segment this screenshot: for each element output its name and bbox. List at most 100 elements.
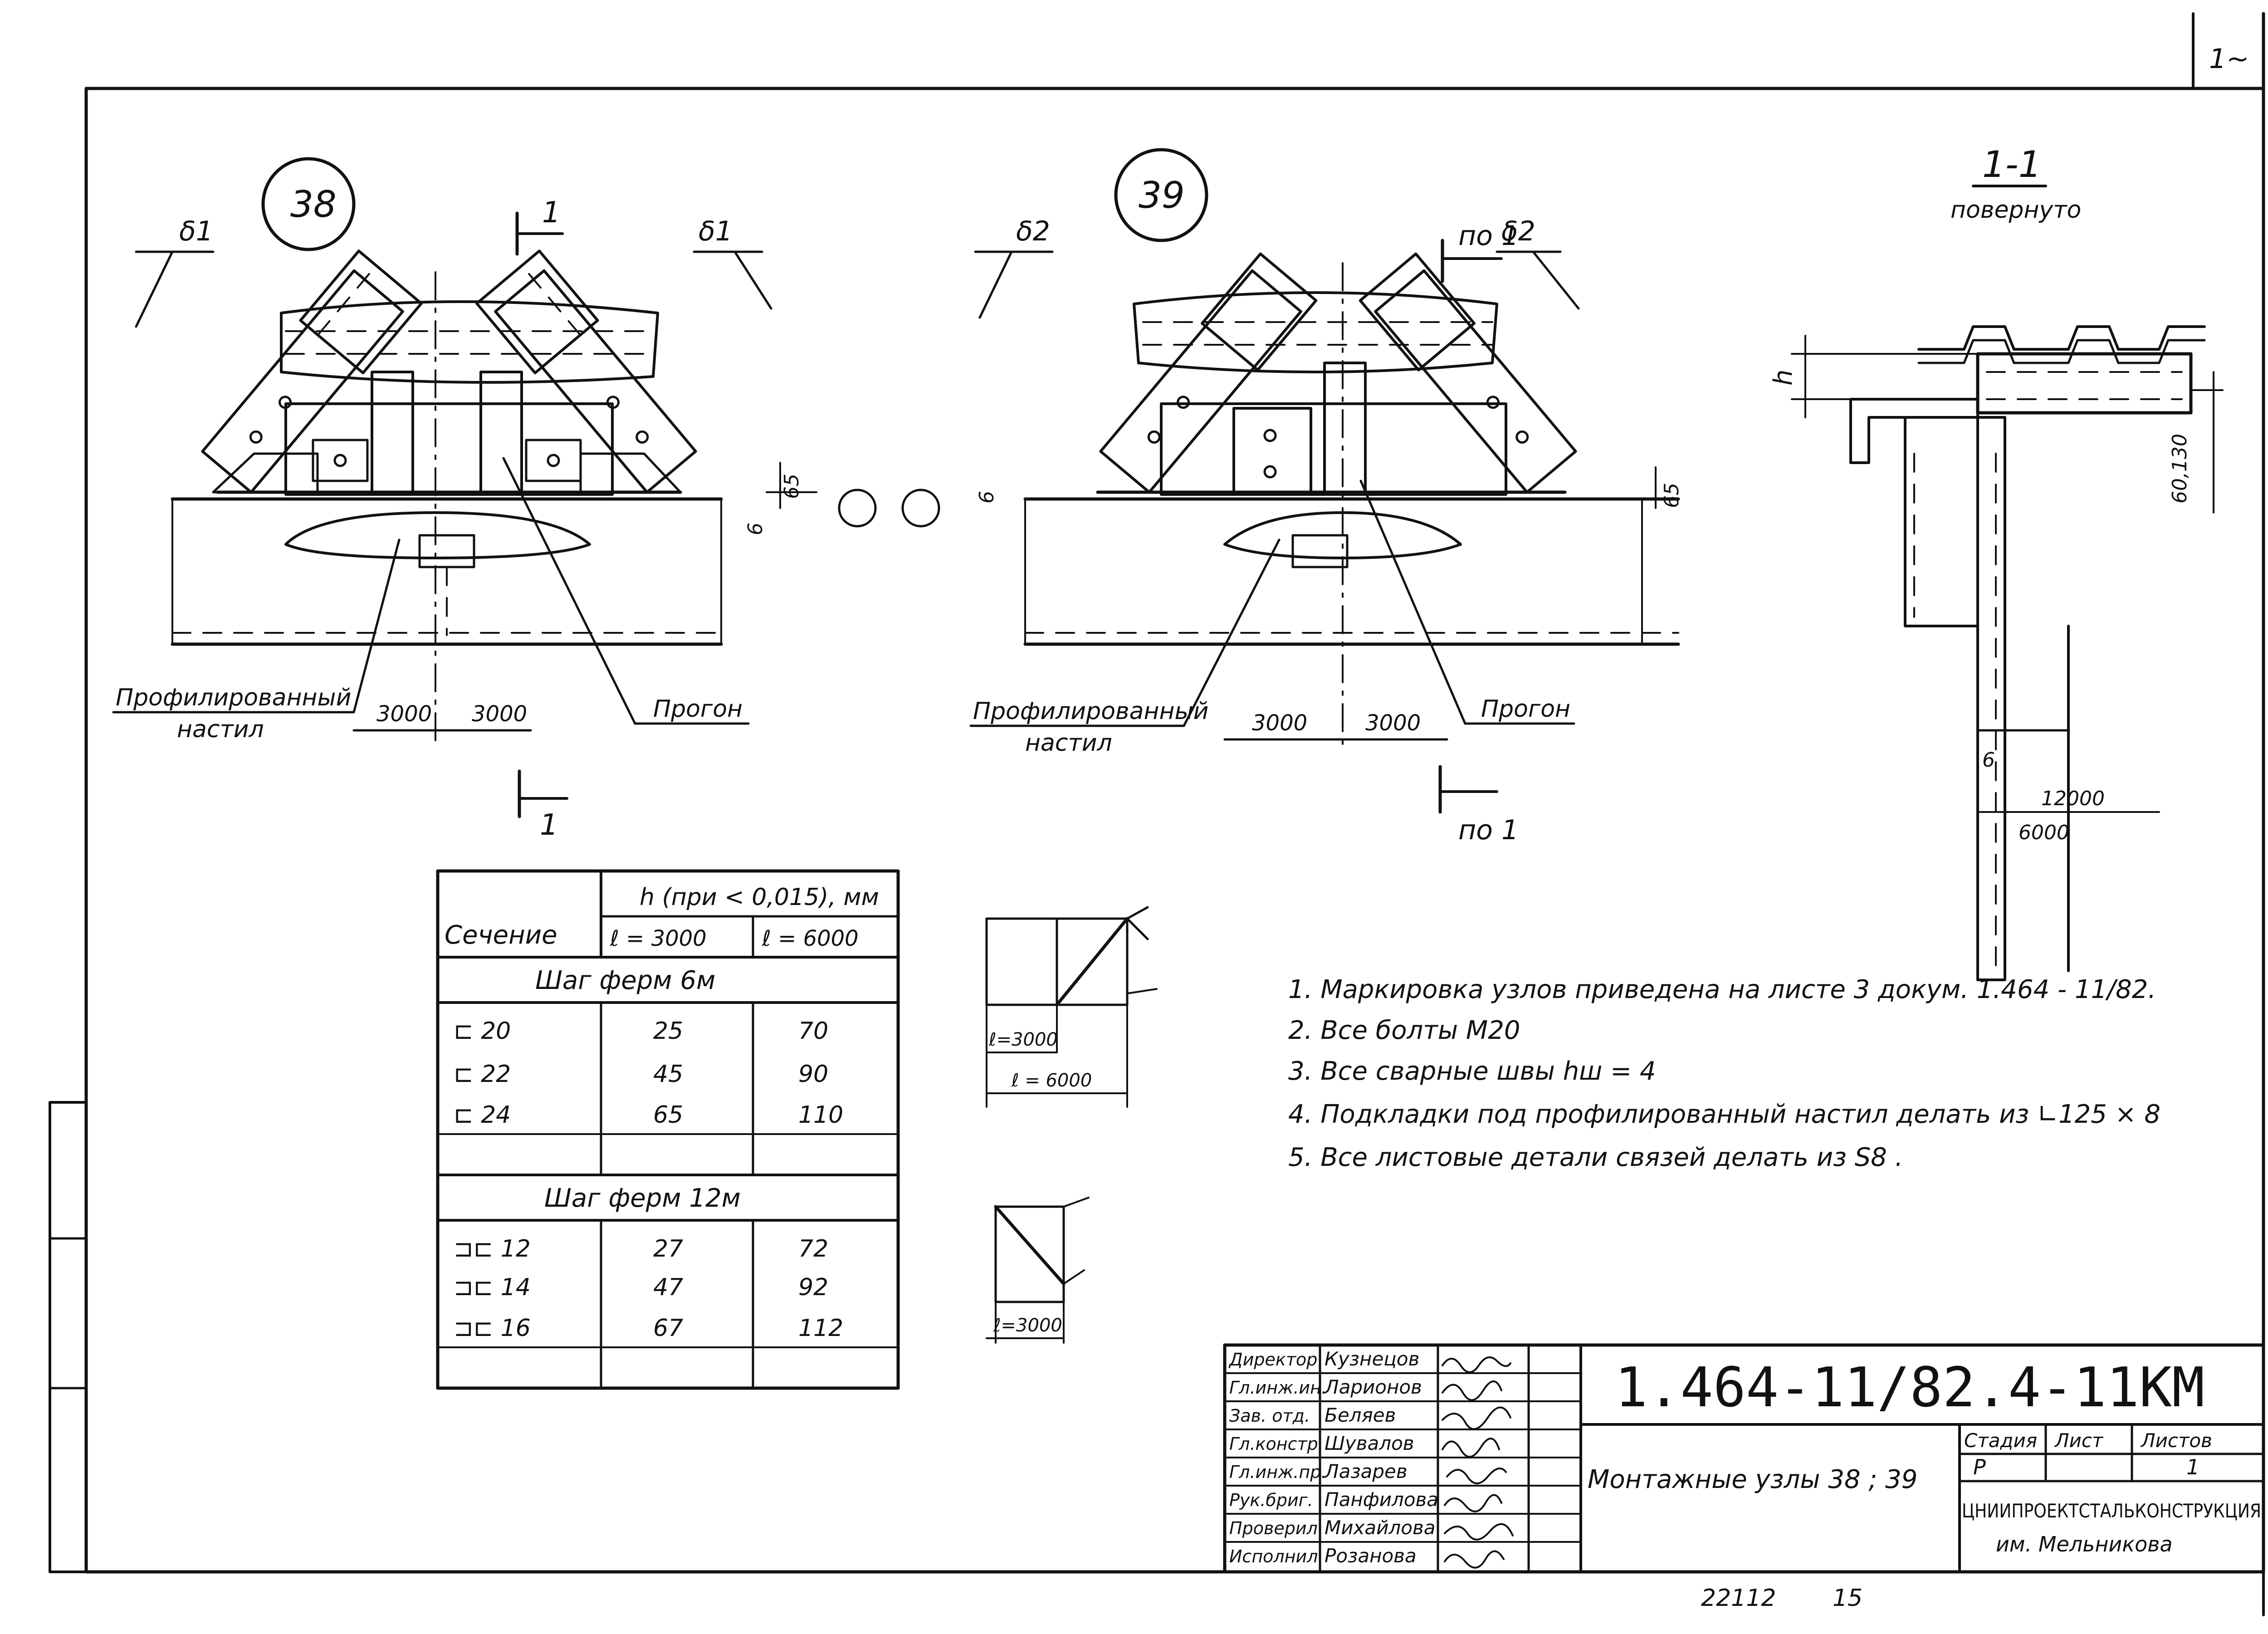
table-group-1: Шаг ферм 6м xyxy=(535,966,715,995)
role-6: Рук.бриг. xyxy=(1229,1490,1313,1510)
node-39-dim-6: 6 xyxy=(975,491,998,504)
node-39-section-mark-top: по 1 xyxy=(1458,220,1519,252)
sheets-label: Листов xyxy=(2140,1429,2212,1452)
node-38-section-mark-top: 1 xyxy=(542,196,561,230)
table-cell: ⊏ 24 xyxy=(454,1101,511,1129)
role-4: Гл.констр. xyxy=(1229,1434,1324,1454)
node-38-label: 38 xyxy=(290,183,337,225)
scheme-1: ℓ=3000 ℓ = 6000 xyxy=(985,906,1158,1108)
table-col-l2: ℓ = 6000 xyxy=(762,926,859,951)
node-39-dim-left: 3000 xyxy=(1252,710,1307,736)
node-39-deck-label-2: настил xyxy=(1025,729,1112,757)
node-38-deck-label-1: Профилированный xyxy=(116,684,351,711)
node-39-section-mark-bottom: по 1 xyxy=(1458,814,1519,846)
table-cell: 92 xyxy=(798,1274,828,1301)
scheme-2-dim-l1: ℓ=3000 xyxy=(993,1315,1062,1336)
org-name: ЦНИИПРОЕКТСТАЛЬКОНСТРУКЦИЯ xyxy=(1962,1500,2261,1522)
role-8: Исполнил xyxy=(1229,1546,1318,1566)
table-cell: 110 xyxy=(798,1101,843,1129)
node-38-purlin-label: Прогон xyxy=(653,695,743,723)
table-cell: 67 xyxy=(653,1315,683,1342)
table-cell: ⊐⊏ 16 xyxy=(454,1315,531,1342)
table-col-l1: ℓ = 3000 xyxy=(610,926,707,951)
sheet-label: Лист xyxy=(2054,1429,2104,1452)
node-39: 39 δ2 δ2 xyxy=(969,148,1683,846)
section-dim-6: 6 xyxy=(1982,749,1995,772)
stage-label: Стадия xyxy=(1964,1429,2037,1452)
role-2: Гл.инж.ин. xyxy=(1229,1378,1327,1398)
table-cell: 27 xyxy=(653,1235,683,1262)
section-subtitle: повернуто xyxy=(1950,196,2081,224)
connector-circle xyxy=(901,489,940,528)
section-dim-side: 60,130 xyxy=(2168,434,2191,504)
title-block: 1.464-11/82.4-11КМ Монтажные узлы 38 ; 3… xyxy=(1223,1343,2265,1574)
node-39-plate-right: δ2 xyxy=(1501,215,1535,247)
node-38-section-mark-bottom: 1 xyxy=(540,808,558,842)
table-cell: 112 xyxy=(798,1315,843,1342)
name-7: Михайлова xyxy=(1325,1517,1435,1539)
table-cell: 25 xyxy=(653,1018,683,1045)
h-table: Сечение h (при < 0,015), мм ℓ = 3000 ℓ =… xyxy=(436,869,900,1390)
table-col-section: Сечение xyxy=(445,920,557,950)
note-2: 2. Все болты М20 xyxy=(1288,1016,1520,1045)
stage-value: Р xyxy=(1973,1455,1986,1479)
connector-circle xyxy=(838,489,877,528)
node-39-plate-left: δ2 xyxy=(1016,215,1050,247)
note-3: 3. Все сварные швы hш = 4 xyxy=(1288,1057,1656,1086)
name-1: Кузнецов xyxy=(1325,1348,1419,1370)
node-38-dim-left: 3000 xyxy=(376,701,432,727)
role-3: Зав. отд. xyxy=(1229,1406,1310,1426)
table-col-h: h (при < 0,015), мм xyxy=(640,884,879,911)
note-1: 1. Маркировка узлов приведена на листе 3… xyxy=(1288,975,2156,1004)
node-38-dim-65: 65 xyxy=(780,474,803,499)
notes: 1. Маркировка узлов приведена на листе 3… xyxy=(1288,975,2160,1172)
role-7: Проверил xyxy=(1229,1518,1318,1538)
footer-sheet: 15 xyxy=(1833,1585,1862,1612)
node-38: 38 xyxy=(112,157,817,842)
name-3: Беляев xyxy=(1325,1404,1396,1426)
org-name-2: им. Мельникова xyxy=(1996,1532,2173,1556)
section-title: 1-1 xyxy=(1982,143,2042,186)
name-8: Розанова xyxy=(1325,1545,1417,1567)
title-description: Монтажные узлы 38 ; 39 xyxy=(1588,1465,1917,1494)
node-38-plate-left: δ1 xyxy=(179,215,213,247)
sheets-value: 1 xyxy=(2186,1455,2200,1479)
name-6: Панфилова xyxy=(1325,1488,1438,1511)
table-cell: 70 xyxy=(798,1018,828,1045)
name-4: Шувалов xyxy=(1325,1432,1414,1454)
name-2: Ларионов xyxy=(1324,1376,1422,1398)
table-group-2: Шаг ферм 12м xyxy=(544,1184,741,1213)
node-38-dim-right: 3000 xyxy=(472,701,527,727)
table-cell: 90 xyxy=(798,1061,828,1088)
table-cell: ⊏ 22 xyxy=(454,1061,511,1088)
node-39-deck-label-1: Профилированный xyxy=(973,698,1208,725)
node-39-label: 39 xyxy=(1139,174,1185,216)
table-cell: 72 xyxy=(798,1235,828,1262)
role-5: Гл.инж.пр. xyxy=(1229,1462,1326,1482)
node-39-dim-right: 3000 xyxy=(1365,710,1421,736)
scheme-1-dim-l1: ℓ=3000 xyxy=(988,1029,1058,1050)
title-code: 1.464-11/82.4-11КМ xyxy=(1615,1356,2204,1419)
node-39-purlin-label: Прогон xyxy=(1481,695,1570,723)
node-38-dim-6: 6 xyxy=(744,523,767,535)
node-38-plate-right: δ1 xyxy=(699,215,733,247)
table-cell: 47 xyxy=(653,1274,683,1301)
table-cell: 45 xyxy=(653,1061,683,1088)
table-cell: 65 xyxy=(653,1101,683,1129)
role-1: Директор xyxy=(1228,1350,1317,1370)
signatures xyxy=(1442,1356,1514,1569)
table-cell: ⊐⊏ 14 xyxy=(454,1274,531,1301)
sheet-number: 1~ xyxy=(2209,43,2249,75)
name-5: Лазарев xyxy=(1324,1460,1408,1482)
node-38-deck-label-2: настил xyxy=(177,716,264,743)
section-h-label: h xyxy=(1769,370,1798,386)
scheme-2: ℓ=3000 xyxy=(986,1197,1090,1344)
scheme-1-dim-l2: ℓ = 6000 xyxy=(1011,1070,1092,1091)
section-1-1: 1-1 повернуто h 60,130 6 12000 6000 xyxy=(1769,143,2224,981)
section-dim-6000: 6000 xyxy=(2019,821,2069,844)
table-cell: ⊏ 20 xyxy=(454,1018,511,1045)
note-5: 5. Все листовые детали связей делать из … xyxy=(1288,1143,1903,1172)
section-dim-12000: 12000 xyxy=(2041,787,2105,810)
note-4: 4. Подкладки под профилированный настил … xyxy=(1288,1100,2160,1129)
